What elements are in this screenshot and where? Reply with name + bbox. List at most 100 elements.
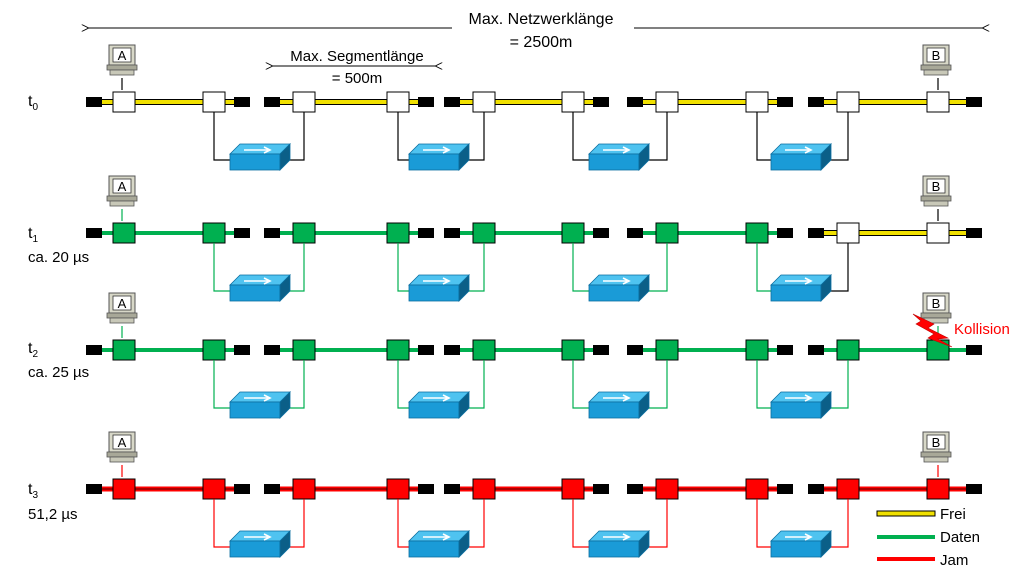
- repeater-drop-right: [645, 360, 668, 409]
- terminator-icon: [777, 484, 793, 494]
- terminator-icon: [418, 345, 434, 355]
- cable-data: [278, 348, 420, 352]
- row-time-t2: ca. 25 µs: [28, 364, 89, 381]
- row-label-t0: t0: [28, 93, 38, 113]
- computer-keyboard: [923, 200, 949, 207]
- computer-icon: B: [920, 431, 952, 463]
- repeater-arrow: [423, 533, 451, 541]
- terminator-icon: [808, 484, 824, 494]
- row-time-t3: 51,2 µs: [28, 506, 78, 523]
- repeater-icon: [588, 530, 650, 558]
- network-length-dimension: Max. Netzwerklänge = 2500m: [88, 8, 983, 51]
- repeater-arrow: [244, 277, 272, 285]
- collision-label: Kollision: [954, 321, 1010, 338]
- transceiver-box: [745, 339, 769, 361]
- svg-text:t0: t0: [28, 93, 38, 113]
- repeater-side: [820, 530, 832, 558]
- repeater-drop-right: [465, 243, 485, 292]
- legend-item-frei: Frei: [876, 506, 966, 523]
- computer-keyboard: [923, 69, 949, 76]
- terminator-icon: [593, 228, 609, 238]
- repeater-icon: [229, 274, 291, 302]
- repeater-drop-right: [465, 360, 485, 409]
- repeater-drop-left: [572, 243, 589, 292]
- repeater-front: [770, 401, 822, 419]
- transceiver-box: [472, 339, 496, 361]
- repeater-front: [588, 540, 640, 558]
- repeater-drop-right: [827, 360, 849, 409]
- terminator-icon: [627, 345, 643, 355]
- monitor-screen: [112, 47, 132, 63]
- transceiver-box: [926, 339, 950, 361]
- cable-data: [822, 348, 968, 352]
- repeater-icon: [408, 143, 470, 171]
- svg-text:t2: t2: [28, 340, 38, 360]
- transceiver-box: [655, 222, 679, 244]
- network-length-value: = 2500m: [510, 34, 573, 51]
- terminator-icon: [808, 228, 824, 238]
- repeater-drop-left: [572, 499, 589, 548]
- transceiver-box: [292, 339, 316, 361]
- repeater-front: [588, 284, 640, 302]
- repeater-drop-right: [827, 499, 849, 548]
- computer-keyboard: [109, 456, 135, 463]
- repeater-front: [229, 540, 281, 558]
- repeater-drop-left: [397, 112, 409, 161]
- legend-swatch-frei: [876, 510, 936, 517]
- terminator-icon: [444, 228, 460, 238]
- network-length-title: Max. Netzwerklänge: [469, 11, 614, 28]
- row-label-t3-sub: 3: [32, 490, 38, 501]
- station-letter: A: [118, 179, 127, 194]
- cable-data: [458, 348, 595, 352]
- terminator-icon: [264, 228, 280, 238]
- repeater-arrow: [785, 277, 813, 285]
- repeater-side: [638, 391, 650, 419]
- computer-icon: A: [106, 292, 138, 324]
- transceiver-box: [202, 222, 226, 244]
- repeater-side: [279, 530, 291, 558]
- station-letter: B: [932, 435, 941, 450]
- transceiver-box: [561, 91, 585, 113]
- cable-data: [641, 348, 779, 352]
- transceiver-box: [202, 339, 226, 361]
- transceiver-box: [745, 222, 769, 244]
- repeater-drop-left: [756, 499, 771, 548]
- legend-item-jam: Jam: [877, 552, 968, 569]
- station-letter: A: [118, 296, 127, 311]
- monitor-screen: [112, 434, 132, 450]
- row-label-t2-main: t: [28, 340, 33, 357]
- transceiver-box: [836, 478, 860, 500]
- repeater-icon: [408, 530, 470, 558]
- lightning-icon: [912, 313, 953, 348]
- computer-base: [920, 195, 952, 202]
- transceiver-box: [745, 478, 769, 500]
- transceiver-box: [386, 91, 410, 113]
- repeater-side: [638, 530, 650, 558]
- repeater-drop-left: [213, 499, 230, 548]
- transceiver-box: [292, 222, 316, 244]
- repeater-drop-left: [756, 243, 771, 292]
- row-time-t1: ca. 20 µs: [28, 249, 89, 266]
- repeater-front: [229, 153, 281, 171]
- terminator-icon: [777, 228, 793, 238]
- terminator-icon: [418, 484, 434, 494]
- repeater-arrow: [603, 533, 631, 541]
- terminator-icon: [627, 228, 643, 238]
- terminator-icon: [966, 484, 982, 494]
- terminator-icon: [264, 345, 280, 355]
- repeater-drop-right: [645, 112, 668, 161]
- repeater-icon: [229, 391, 291, 419]
- row-label-t3: t3 51,2 µs: [28, 481, 78, 523]
- transceiver-box: [655, 339, 679, 361]
- svg-text:t3: t3: [28, 481, 38, 501]
- monitor-screen: [926, 295, 946, 311]
- repeater-side: [279, 143, 291, 171]
- repeater-side: [279, 391, 291, 419]
- repeater-side: [458, 143, 470, 171]
- repeater-front: [770, 540, 822, 558]
- terminator-icon: [444, 484, 460, 494]
- segment-length-title: Max. Segmentlänge: [290, 48, 423, 65]
- terminator-icon: [418, 228, 434, 238]
- cable-data: [100, 348, 236, 352]
